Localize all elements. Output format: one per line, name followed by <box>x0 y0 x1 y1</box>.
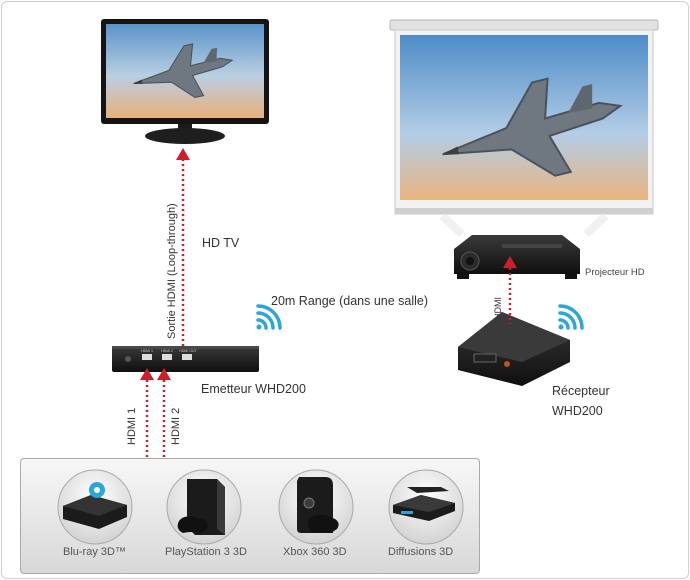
loop-through-label: Sortie HDMI (Loop-through) <box>166 203 178 339</box>
receiver-label-line2: WHD200 <box>552 404 603 418</box>
hdmi1-label: HDMI 1 <box>126 407 138 445</box>
projector <box>454 235 580 279</box>
wifi-icon-receiver <box>558 304 584 330</box>
device-label-bluray: Blu-ray 3D™ <box>63 546 126 558</box>
xbox-console-icon <box>278 469 354 545</box>
device-label-playstation: PlayStation 3 3D <box>165 546 247 558</box>
transmitter-box: HDMI 1 HDMI 2 HDMI OUT <box>112 346 259 372</box>
transmitter-label: Emetteur WHD200 <box>201 382 306 396</box>
projector-label: Projecteur HD <box>585 267 645 278</box>
signal-line-hdmi1 <box>140 368 154 458</box>
device-label-diffusions: Diffusions 3D <box>388 546 454 558</box>
signal-line-loop-through <box>176 148 190 346</box>
port-hdmi-out: HDMI OUT <box>179 349 197 353</box>
receiver-box <box>458 312 570 386</box>
hdmi-projector-label: HDMI <box>493 297 503 320</box>
wifi-icon-transmitter <box>256 304 282 330</box>
signal-line-projector <box>503 256 517 324</box>
set-top-box-icon <box>388 469 464 545</box>
projection-screen <box>389 19 659 237</box>
source-devices-tray: Blu-ray 3D™ PlayStation 3 3D Xbox 360 3D… <box>20 458 480 574</box>
hd-tv <box>101 19 269 144</box>
hd-tv-label: HD TV <box>202 236 240 250</box>
port-hdmi2: HDMI 2 <box>161 349 173 353</box>
receiver-label-line1: Récepteur <box>552 384 610 398</box>
playstation-console-icon <box>166 469 242 545</box>
port-hdmi1: HDMI 1 <box>141 349 153 353</box>
hdmi2-label: HDMI 2 <box>170 407 182 445</box>
device-label-xbox: Xbox 360 3D <box>283 546 347 558</box>
bluray-player-icon <box>57 469 133 545</box>
signal-line-hdmi2 <box>157 368 171 458</box>
range-label: 20m Range (dans une salle) <box>271 294 429 308</box>
